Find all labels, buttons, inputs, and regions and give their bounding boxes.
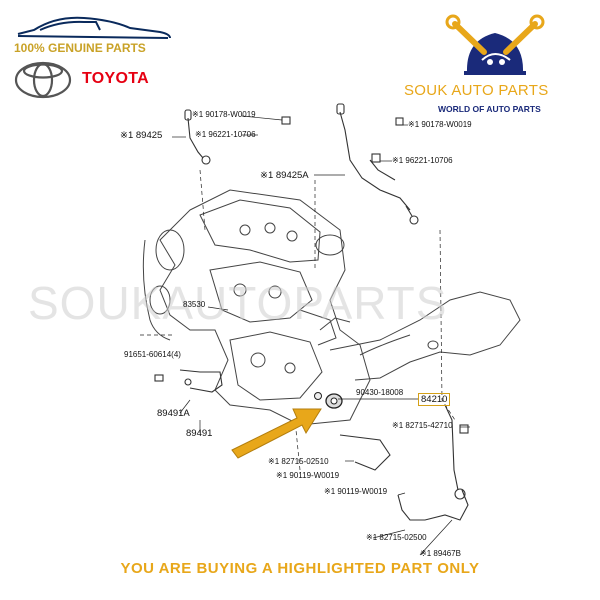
part-label-82715-02500: ※1 82715-02500	[366, 533, 427, 542]
part-label-96221-a: ※1 96221-10706	[195, 130, 256, 139]
part-label-91651: 91651-60614(4)	[124, 350, 181, 359]
leader-lines	[140, 115, 470, 556]
part-label-90178-b: ※1 90178-W0019	[408, 120, 472, 129]
part-label-89491: 89491	[186, 428, 213, 439]
part-label-82715-02510: ※1 82715-02510	[268, 457, 329, 466]
highlight-arrow-icon	[231, 408, 322, 459]
part-label-89425a: ※1 89425A	[260, 170, 309, 181]
part-label-84210-highlighted: 84210	[418, 393, 451, 406]
souk-wrench-logo-icon	[445, 14, 545, 75]
footer-notice: YOU ARE BUYING A HIGHLIGHTED PART ONLY	[120, 560, 480, 577]
watermark-text: SOUKAUTOPARTS	[28, 277, 448, 329]
part-label-89467b: ※1 89467B	[420, 549, 461, 558]
part-label-90430: 90430-18008	[356, 388, 404, 397]
knock-sensor-84210	[314, 392, 343, 409]
oxygen-sensor-cables	[154, 103, 469, 521]
car-silhouette-icon	[17, 16, 171, 39]
part-label-83530: 83530	[183, 300, 206, 309]
part-label-90119-b: ※1 90119-W0019	[324, 487, 388, 496]
part-label-89425: ※1 89425	[120, 130, 163, 141]
genuine-parts-text: 100% GENUINE PARTS	[14, 41, 146, 55]
part-label-96221-b: ※1 96221-10706	[392, 156, 453, 165]
part-label-90119-a: ※1 90119-W0019	[276, 471, 340, 480]
shop-tagline: WORLD OF AUTO PARTS	[438, 104, 541, 114]
shop-name: SOUK AUTO PARTS	[404, 82, 549, 99]
part-label-82715-42710: ※1 82715-42710	[392, 421, 453, 430]
engine-block-illustration	[142, 189, 521, 426]
part-label-90178-a: ※1 90178-W0019	[192, 110, 256, 119]
part-label-89491a: 89491A	[157, 408, 190, 419]
toyota-brand-text: TOYOTA	[82, 70, 149, 87]
toyota-logo-icon	[14, 61, 72, 99]
